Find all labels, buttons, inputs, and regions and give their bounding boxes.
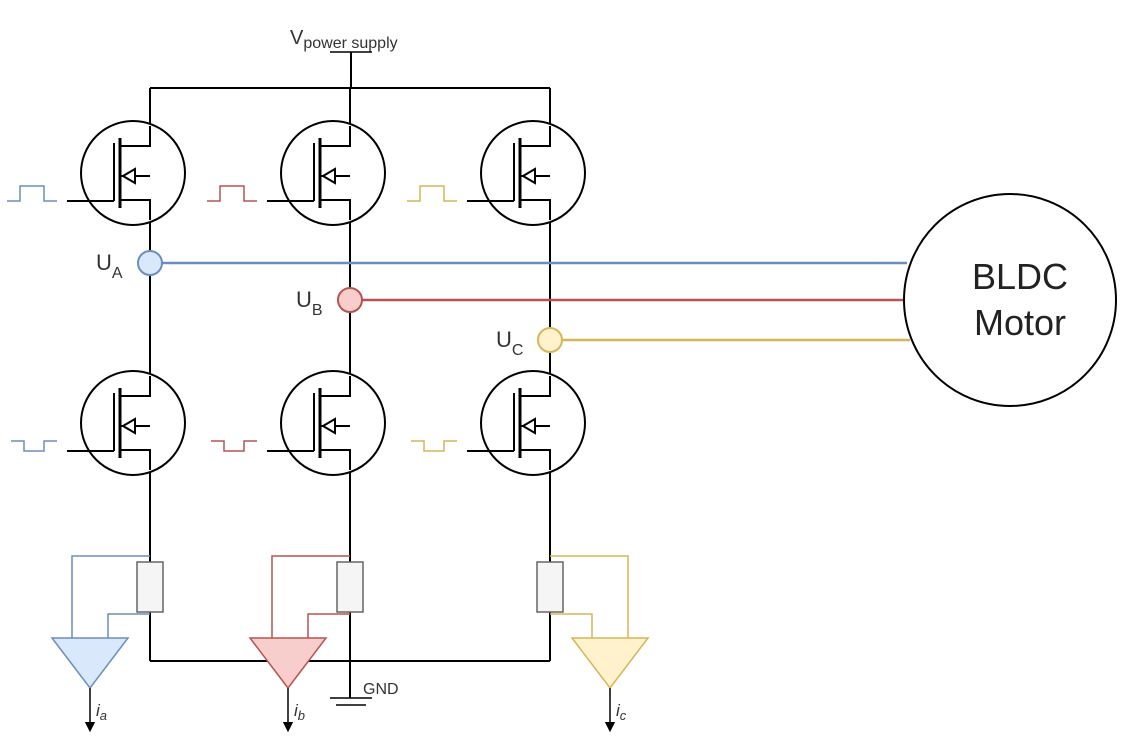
- current-label-ic: ic: [616, 701, 627, 723]
- gate-signals: [7, 185, 457, 452]
- mosfet-high-c: [467, 120, 586, 226]
- node-uc: [537, 327, 563, 353]
- phase-output-lines: UA UB UC: [96, 250, 910, 359]
- motor-label-line2: Motor: [974, 302, 1066, 343]
- sense-amplifier-c: [570, 637, 650, 690]
- power-supply-terminal: Vpower supply: [290, 27, 398, 88]
- node-label-uc: UC: [496, 327, 523, 359]
- gate-signal-low-a: [11, 440, 57, 452]
- gate-signal-high-a: [7, 185, 57, 202]
- sense-amplifier-b: [248, 637, 328, 690]
- mosfet-high-a: [67, 120, 186, 226]
- bldc-motor: BLDC Motor: [903, 193, 1117, 407]
- current-sensing: ia ib ic: [50, 555, 650, 733]
- power-supply-label: Vpower supply: [290, 27, 398, 52]
- ground-label: GND: [363, 681, 399, 698]
- mosfet-low-c: [467, 370, 586, 476]
- node-label-ub: UB: [296, 287, 323, 319]
- current-sense-c: ic: [536, 555, 650, 733]
- shunt-resistor-c: [536, 561, 564, 613]
- mosfet-low-b: [267, 370, 386, 476]
- current-label-ib: ib: [294, 701, 305, 723]
- gate-signal-high-b: [207, 185, 257, 202]
- motor-label-line1: BLDC: [972, 256, 1068, 297]
- sense-amplifier-a: [50, 637, 130, 690]
- current-sense-a: ia: [50, 555, 164, 733]
- node-label-ua: UA: [96, 250, 123, 282]
- current-sense-b: ib: [248, 555, 364, 733]
- mosfet-array: [67, 120, 586, 476]
- gate-signal-high-c: [407, 185, 457, 202]
- node-ub: [337, 287, 363, 313]
- mosfet-high-b: [267, 120, 386, 226]
- node-ua: [137, 250, 163, 276]
- shunt-resistor-b: [336, 561, 364, 613]
- gate-signal-low-b: [211, 440, 257, 452]
- current-label-ia: ia: [96, 701, 107, 723]
- shunt-resistor-a: [136, 561, 164, 613]
- ground-symbol: GND: [330, 661, 399, 706]
- gate-signal-low-c: [411, 440, 457, 452]
- mosfet-low-a: [67, 370, 186, 476]
